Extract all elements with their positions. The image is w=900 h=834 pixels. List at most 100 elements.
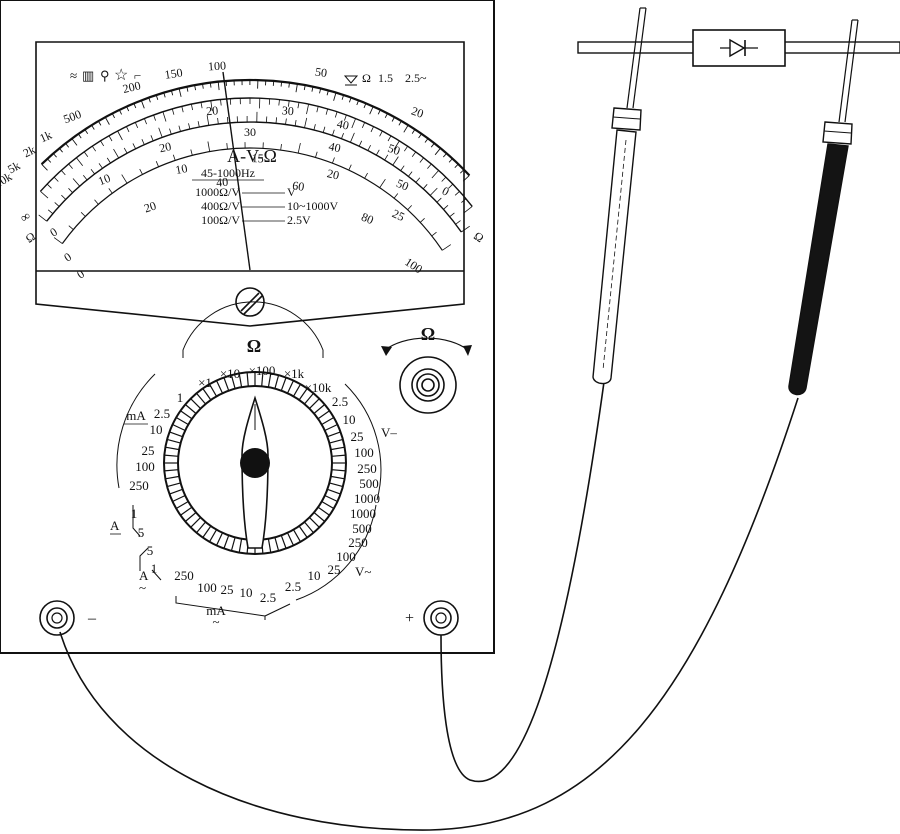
scale-tick xyxy=(285,118,287,125)
scale-tick xyxy=(78,133,82,139)
dial-ring-tick xyxy=(172,423,186,432)
scale-tick xyxy=(71,138,78,146)
range-dcv-250[interactable]: 250 xyxy=(357,461,377,476)
range-acv-1000[interactable]: 1000 xyxy=(350,506,376,521)
positive-test-probe[interactable] xyxy=(592,7,647,385)
range-acv-2.5[interactable]: 2.5 xyxy=(285,579,301,594)
scale-tick xyxy=(217,81,220,91)
range-ohm-x10[interactable]: ×10 xyxy=(220,366,240,381)
positive-terminal-jack[interactable] xyxy=(423,600,459,636)
dial-ring-tick xyxy=(317,410,330,420)
dc-scale-label: 50 xyxy=(394,176,410,194)
scale-tick xyxy=(83,151,89,157)
ohm-zero-adjust-label: Ω xyxy=(421,324,435,344)
ohm-scale-label: 200 xyxy=(121,78,142,96)
scale-tick xyxy=(341,94,345,100)
range-acv-100[interactable]: 100 xyxy=(336,549,356,564)
range-acv-10[interactable]: 10 xyxy=(308,568,321,583)
range-ohm-x10k[interactable]: ×10k xyxy=(305,380,332,395)
scale-tick xyxy=(84,129,89,134)
ohm-zero-adjust-knob[interactable] xyxy=(399,356,457,414)
scale-tick xyxy=(431,231,437,237)
scale-tick xyxy=(226,143,228,150)
range-aca-1[interactable]: 1 xyxy=(151,561,158,576)
range-dcma-250[interactable]: 250 xyxy=(129,478,149,493)
range-acv-250[interactable]: 250 xyxy=(348,535,368,550)
negative-terminal-jack[interactable] xyxy=(39,600,75,636)
scale-tick xyxy=(186,86,189,92)
dial-ring-tick xyxy=(238,538,243,553)
scale-tick xyxy=(91,145,97,152)
range-dcv-500[interactable]: 500 xyxy=(359,476,379,491)
scale-tick xyxy=(200,102,203,109)
range-dcv-1000[interactable]: 1000 xyxy=(354,491,380,506)
range-ohm-x100[interactable]: ×100 xyxy=(249,363,276,378)
range-dcma-10[interactable]: 10 xyxy=(150,422,163,437)
dial-ring-tick xyxy=(190,398,202,410)
dc-scale-label: 10 xyxy=(96,171,112,188)
range-dcma-2.5[interactable]: 2.5 xyxy=(154,406,170,421)
range-dcv-10[interactable]: 10 xyxy=(343,412,356,427)
scale-tick xyxy=(436,197,442,203)
scale-tick xyxy=(398,120,402,126)
range-acma-250[interactable]: 250 xyxy=(174,568,194,583)
dial-ring-tick xyxy=(313,404,326,414)
dial-ring-tick xyxy=(223,535,230,549)
scale-tick xyxy=(158,127,163,138)
scale-symbol-star: ☆ xyxy=(114,67,128,84)
dial-ohm-label: Ω xyxy=(247,336,261,356)
scale-tick xyxy=(304,117,308,128)
scale-tick xyxy=(188,123,191,130)
range-ohm-x1k[interactable]: ×1k xyxy=(284,366,305,381)
scale-tick xyxy=(209,82,212,88)
range-dca-1[interactable]: 1 xyxy=(131,506,138,521)
scale-tick xyxy=(90,168,96,175)
range-acma-2.5[interactable]: 2.5 xyxy=(260,590,276,605)
dial-ring-tick xyxy=(327,488,341,495)
range-ohm-x1[interactable]: ×1 xyxy=(198,375,212,390)
range-acma-100[interactable]: 100 xyxy=(197,580,217,595)
range-dcv-2.5[interactable]: 2.5 xyxy=(332,394,348,409)
dial-ring-tick xyxy=(202,388,212,401)
scale-tick xyxy=(449,212,455,218)
dial-ring-tick xyxy=(298,388,308,401)
range-acma-10[interactable]: 10 xyxy=(240,585,253,600)
scale-tick xyxy=(210,100,213,111)
range-acma-25[interactable]: 25 xyxy=(221,582,234,597)
range-dca-5[interactable]: 5 xyxy=(138,525,145,540)
range-dcv-100[interactable]: 100 xyxy=(354,445,374,460)
range-dcma-1[interactable]: 1 xyxy=(177,390,184,405)
range-aca-5[interactable]: 5 xyxy=(147,543,154,558)
sensitivity-right-3: 2.5V xyxy=(287,213,311,227)
negative-test-probe[interactable] xyxy=(788,19,859,396)
scale-tick xyxy=(155,94,159,100)
scale-tick xyxy=(463,206,473,214)
scale-tick xyxy=(442,153,447,158)
scale-tick xyxy=(53,176,59,182)
scale-tick xyxy=(341,132,344,139)
dial-outer-circle xyxy=(163,371,347,555)
top-scale-right-note-2: 2.5~ xyxy=(405,71,427,85)
scale-b-label: 0 xyxy=(440,184,452,199)
dial-ring-tick xyxy=(246,372,249,387)
dial-ring-tick xyxy=(166,482,181,488)
range-dcv-25[interactable]: 25 xyxy=(351,429,364,444)
range-acv-500[interactable]: 500 xyxy=(352,521,372,536)
scale-tick xyxy=(313,124,316,131)
scale-tick xyxy=(393,193,399,199)
ohm-scale-left-label: 5k xyxy=(5,158,22,176)
scale-tick xyxy=(442,244,452,251)
scale-tick xyxy=(178,88,182,97)
scale-symbol-class: ⌐ xyxy=(134,68,141,83)
scale-tick xyxy=(40,191,49,199)
range-acv-25[interactable]: 25 xyxy=(328,562,341,577)
scale-tick xyxy=(82,175,88,181)
range-dcma-25[interactable]: 25 xyxy=(142,443,155,458)
scale-tick xyxy=(326,90,329,96)
scale-tick xyxy=(411,129,416,134)
diode-mark-icon xyxy=(343,75,359,86)
dial-ring-tick xyxy=(180,410,193,420)
range-dcma-100[interactable]: 100 xyxy=(135,459,155,474)
dial-dca-unit: A xyxy=(110,518,120,533)
range-selector-knob[interactable] xyxy=(240,395,270,549)
